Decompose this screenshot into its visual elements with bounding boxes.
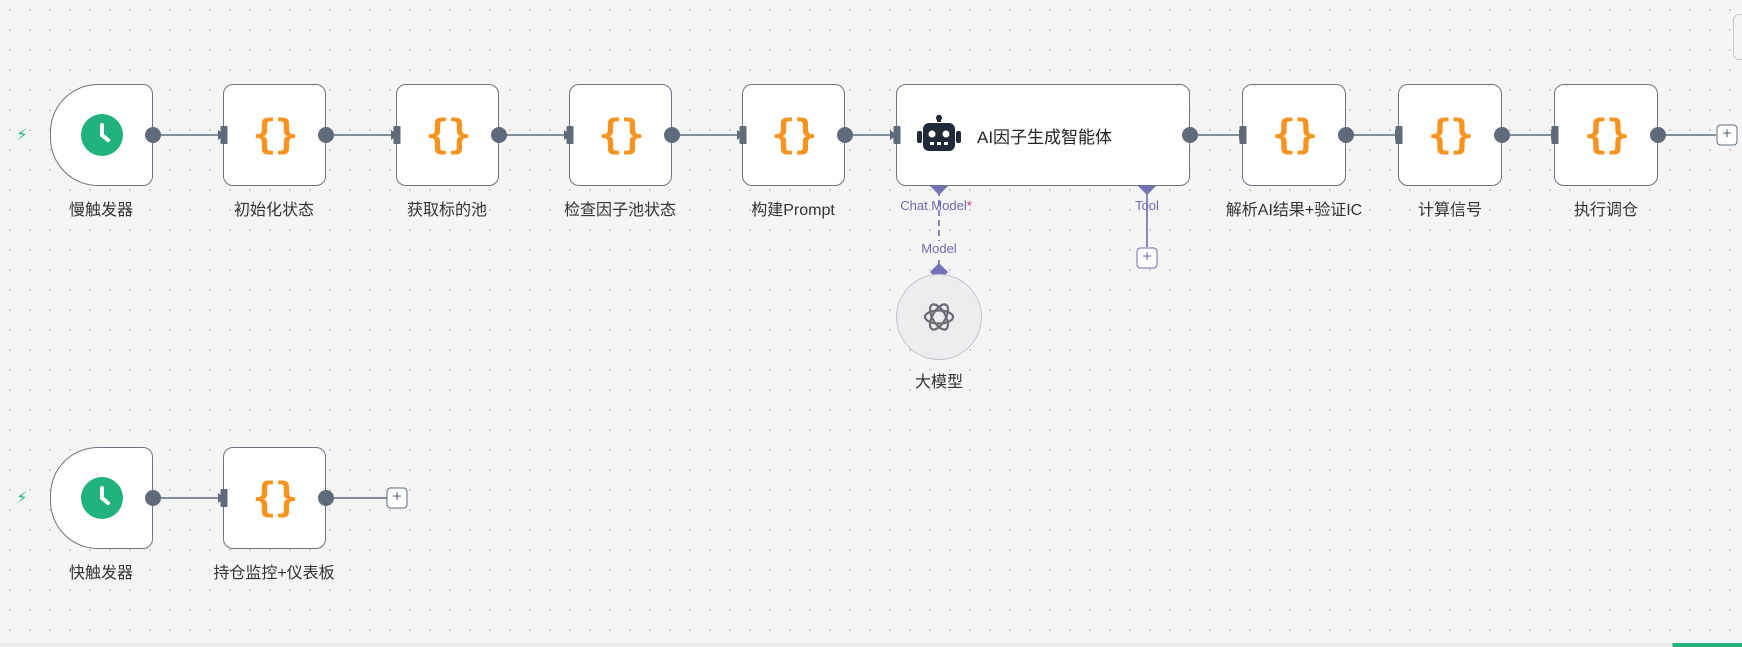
input-port[interactable] [220, 489, 228, 507]
bottom-scrollbar[interactable] [0, 643, 1742, 647]
slow-trigger-label: 慢触发器 [68, 202, 134, 219]
input-port[interactable] [893, 126, 901, 144]
node-init-label: 初始化状态 [233, 202, 315, 219]
model-connection-label: Model [919, 241, 959, 256]
output-port[interactable] [837, 127, 853, 143]
output-port[interactable] [1650, 127, 1666, 143]
slow-trigger-node[interactable] [50, 84, 153, 186]
add-node-button[interactable]: + [1716, 124, 1738, 146]
node-monitor-label: 持仓监控+仪表板 [213, 565, 335, 582]
node-parse[interactable]: {} [1242, 84, 1346, 186]
clock-icon [80, 477, 123, 519]
node-signal[interactable]: {} [1398, 84, 1502, 186]
output-port[interactable] [145, 127, 161, 143]
chat-model-port-label: Chat Model* [900, 198, 972, 213]
node-pool[interactable]: {} [396, 84, 499, 186]
input-port[interactable] [566, 126, 574, 144]
required-mark: * [966, 198, 972, 213]
trigger-bolt-icon: ⚡ [16, 127, 28, 144]
node-prompt[interactable]: {} [742, 84, 845, 186]
code-braces-icon: {} [1583, 112, 1630, 158]
node-parse-label: 解析AI结果+验证IC [1225, 202, 1363, 219]
output-port[interactable] [1182, 127, 1198, 143]
output-port[interactable] [1338, 127, 1354, 143]
trigger-bolt-icon: ⚡ [16, 490, 28, 507]
input-port[interactable] [1551, 126, 1559, 144]
fast-trigger-node[interactable] [50, 447, 153, 549]
tool-port-label: Tool [1135, 198, 1159, 213]
output-port[interactable] [318, 127, 334, 143]
output-port[interactable] [145, 490, 161, 506]
code-braces-icon: {} [598, 112, 644, 158]
output-port[interactable] [318, 490, 334, 506]
add-node-button[interactable]: + [386, 487, 408, 509]
fast-trigger-label: 快触发器 [68, 565, 134, 582]
canvas-edge-panel[interactable] [1733, 14, 1742, 60]
node-signal-label: 计算信号 [1417, 202, 1483, 219]
output-port[interactable] [664, 127, 680, 143]
node-rebalance[interactable]: {} [1554, 84, 1658, 186]
node-prompt-label: 构建Prompt [751, 202, 835, 219]
node-check[interactable]: {} [569, 84, 672, 186]
output-port[interactable] [1494, 127, 1510, 143]
ai-agent-node[interactable]: AI因子生成智能体 [896, 84, 1190, 186]
node-monitor[interactable]: {} [223, 447, 326, 549]
llm-model-node[interactable] [896, 274, 982, 360]
code-braces-icon: {} [425, 112, 471, 158]
chat-model-text: Chat Model [900, 198, 967, 213]
input-port[interactable] [1239, 126, 1247, 144]
output-port[interactable] [491, 127, 507, 143]
code-braces-icon: {} [252, 475, 298, 521]
node-rebalance-label: 执行调仓 [1573, 202, 1639, 219]
input-port[interactable] [739, 126, 747, 144]
node-pool-label: 获取标的池 [406, 202, 488, 219]
add-tool-button[interactable]: + [1136, 247, 1158, 269]
input-port[interactable] [1395, 126, 1403, 144]
input-port[interactable] [220, 126, 228, 144]
code-braces-icon: {} [1427, 112, 1474, 158]
openai-logo-icon [923, 303, 955, 331]
node-check-label: 检查因子池状态 [563, 202, 677, 219]
code-braces-icon: {} [771, 112, 817, 158]
code-braces-icon: {} [1271, 112, 1318, 158]
code-braces-icon: {} [252, 112, 298, 158]
llm-model-label: 大模型 [914, 374, 964, 391]
robot-icon [917, 115, 961, 151]
clock-icon [80, 114, 123, 156]
node-init[interactable]: {} [223, 84, 326, 186]
input-port[interactable] [393, 126, 401, 144]
ai-agent-title: AI因子生成智能体 [977, 127, 1113, 147]
